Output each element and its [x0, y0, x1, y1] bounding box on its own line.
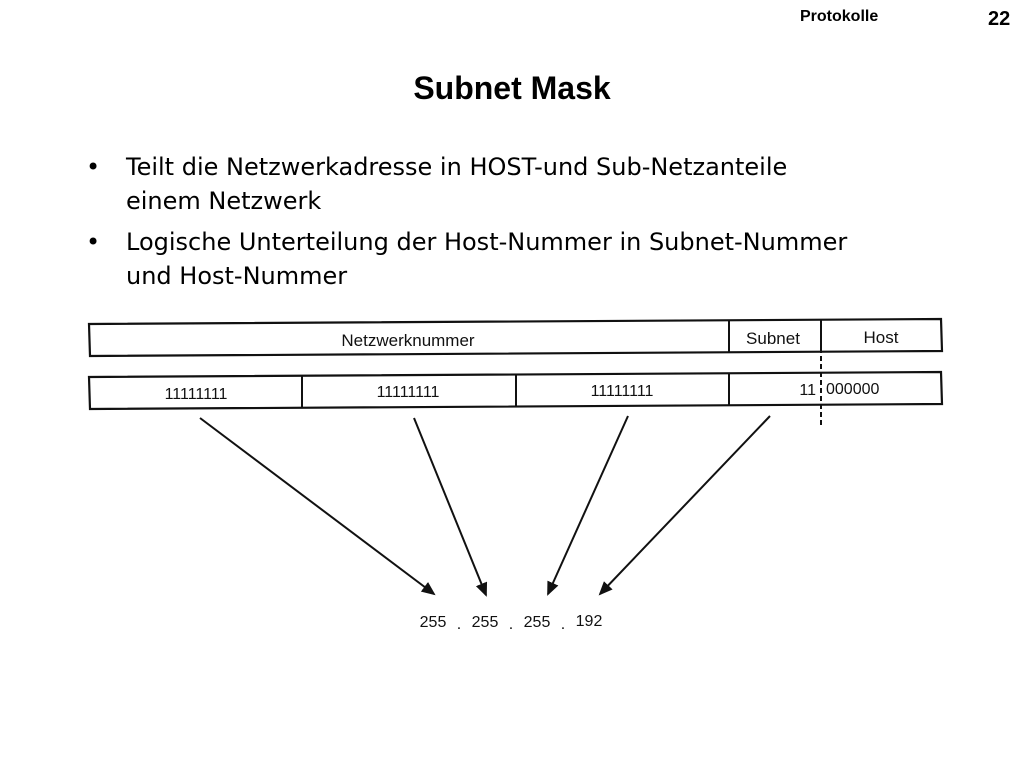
bullet-dot-icon: • [86, 153, 101, 181]
slide-title: Subnet Mask [413, 70, 611, 106]
bullet-text-line: Teilt die Netzwerkadresse in HOST-und Su… [126, 153, 788, 181]
bullet-item: • Logische Unterteilung der Host-Nummer … [86, 225, 1006, 293]
host-label: Host [864, 328, 899, 347]
header-row-border [87, 317, 944, 358]
octet-bits: 11111111 [165, 386, 228, 403]
section-label: Protokolle [800, 8, 879, 25]
bullet-dot-icon: • [86, 228, 101, 256]
mask-separator: . [509, 616, 513, 633]
bit-row-border [87, 370, 944, 411]
arrow-icon [199, 417, 436, 596]
subnet-bits: 11 [799, 382, 816, 399]
bit-row: 11111111 11111111 11111111 11 000000 [87, 324, 944, 426]
octet-bits: 11111111 [377, 384, 440, 401]
bullet-text-line: Logische Unterteilung der Host-Nummer in… [126, 228, 848, 256]
mask-octet: 255 [524, 614, 551, 631]
bullet-item: • Teilt die Netzwerkadresse in HOST-und … [86, 150, 1006, 218]
arrow-icon [547, 415, 629, 596]
mask-separator: . [561, 616, 565, 633]
octet-bits: 11111111 [591, 383, 654, 400]
bullet-list: • Teilt die Netzwerkadresse in HOST-und … [86, 150, 1006, 300]
arrow-icon [598, 415, 771, 596]
bullet-text-line: einem Netzwerk [126, 187, 322, 215]
network-number-label: Netzwerknummer [341, 331, 475, 350]
arrow-icon [413, 417, 488, 597]
host-bits: 000000 [826, 381, 879, 398]
resulting-mask: 255 . 255 . 255 . 192 [420, 613, 603, 633]
arrows [199, 415, 771, 597]
page-number: 22 [988, 8, 1011, 30]
bullet-text-line: und Host-Nummer [126, 262, 348, 290]
mask-octet: 255 [420, 614, 447, 631]
mask-octet: 255 [472, 614, 499, 631]
mask-separator: . [457, 616, 461, 633]
header-row: Netzwerknummer Subnet Host [87, 317, 944, 358]
subnet-label: Subnet [746, 329, 800, 348]
mask-octet: 192 [576, 613, 603, 630]
